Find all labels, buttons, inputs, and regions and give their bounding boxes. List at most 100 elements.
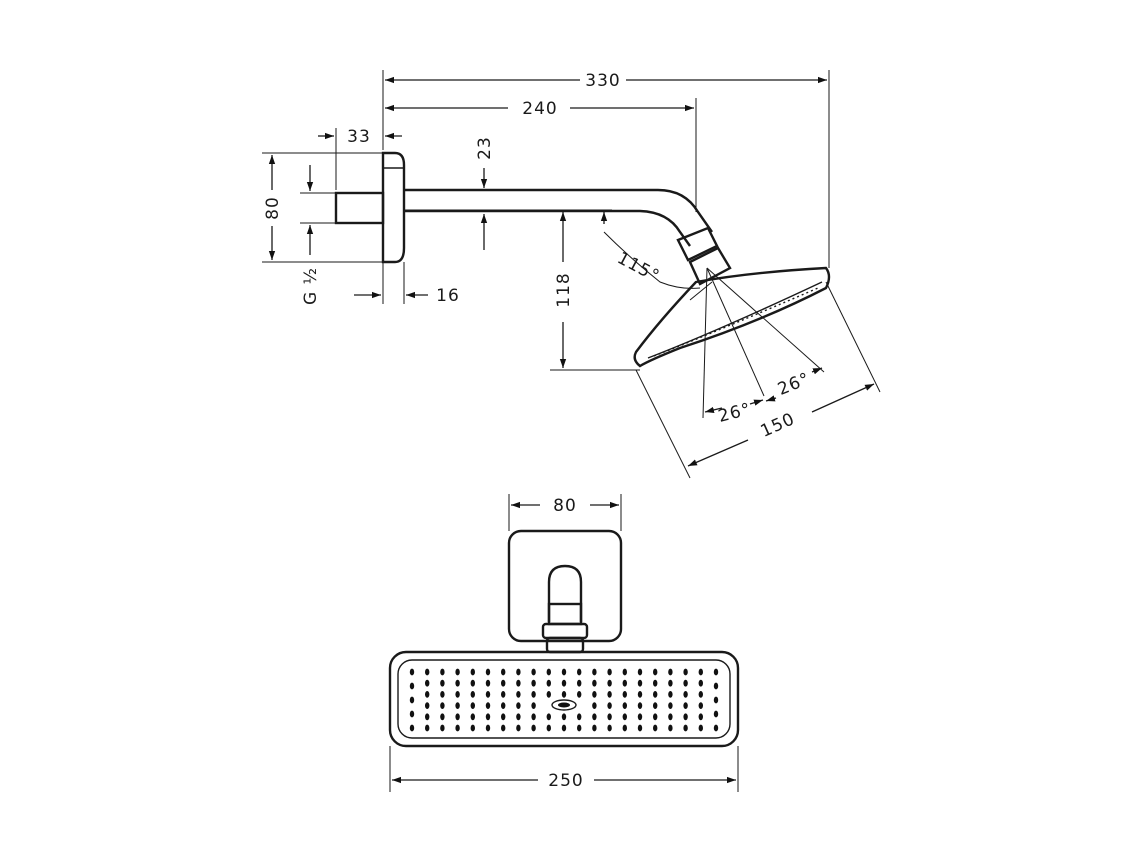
- dim-drop-height: 118: [554, 272, 574, 307]
- nozzle: [622, 691, 627, 698]
- nozzle: [501, 679, 506, 687]
- nozzle: [607, 724, 612, 732]
- nozzle: [592, 691, 597, 698]
- nozzle: [637, 668, 643, 676]
- nozzle: [607, 668, 612, 676]
- nozzle: [637, 679, 643, 687]
- dim-arm-angle: 115°: [614, 248, 663, 287]
- dim-thread: G ½: [301, 267, 321, 305]
- nozzle: [622, 702, 627, 709]
- nozzle: [409, 696, 415, 704]
- nozzle: [561, 691, 567, 698]
- nozzle: [501, 668, 506, 676]
- nozzle: [516, 668, 521, 676]
- nozzle: [531, 679, 536, 687]
- nozzle: [698, 724, 703, 732]
- dim-tilt-angle-right: 26°: [775, 369, 813, 400]
- dim-inlet-length: 33: [347, 127, 371, 147]
- dim-arm-offset: 23: [475, 136, 495, 160]
- nozzle: [501, 702, 506, 709]
- nozzle: [440, 713, 445, 721]
- nozzle: [592, 702, 597, 709]
- dim-flange-size-side: 80: [263, 196, 283, 220]
- nozzle: [516, 713, 521, 721]
- shower-arm-front: [547, 564, 583, 622]
- nozzle: [698, 691, 703, 698]
- nozzle: [485, 724, 491, 732]
- nozzle: [607, 691, 612, 698]
- nozzle: [516, 724, 521, 732]
- wall-flange-front: [507, 529, 623, 643]
- nozzle: [455, 702, 460, 709]
- nozzle: [698, 668, 703, 676]
- nozzle: [531, 691, 536, 698]
- nozzle: [470, 691, 475, 698]
- nozzle: [637, 724, 643, 732]
- nozzle: [637, 713, 643, 721]
- nozzle: [713, 696, 719, 704]
- nozzle: [698, 702, 703, 709]
- nozzle: [653, 724, 658, 732]
- nozzle: [425, 724, 430, 732]
- nozzle: [546, 691, 551, 698]
- nozzle: [592, 713, 597, 721]
- nozzle: [485, 679, 491, 687]
- nozzle: [577, 691, 582, 698]
- nozzle: [470, 724, 475, 732]
- center-nozzle: [551, 699, 577, 711]
- nozzle: [713, 710, 719, 718]
- nozzle: [470, 679, 475, 687]
- nozzle: [501, 713, 506, 721]
- nozzle: [425, 691, 430, 698]
- nozzle: [531, 724, 536, 732]
- nozzle: [668, 691, 673, 698]
- nozzle: [561, 713, 567, 721]
- nozzle: [470, 668, 475, 676]
- nozzle: [531, 702, 536, 709]
- nozzle: [683, 691, 688, 698]
- inlet-nipple: [334, 191, 385, 225]
- nozzle: [516, 679, 521, 687]
- nozzle: [440, 679, 445, 687]
- nozzle: [485, 702, 491, 709]
- nozzle: [485, 691, 491, 698]
- nozzle: [409, 682, 415, 690]
- nozzle: [531, 668, 536, 676]
- nozzle: [683, 713, 688, 721]
- nozzle: [622, 668, 627, 676]
- nozzle: [577, 679, 582, 687]
- nozzle: [485, 713, 491, 721]
- nozzle: [470, 713, 475, 721]
- nozzle: [425, 702, 430, 709]
- shower-arm: [404, 188, 713, 233]
- nozzle: [561, 724, 567, 732]
- nozzle: [485, 668, 491, 676]
- nozzle: [683, 724, 688, 732]
- nozzle: [607, 713, 612, 721]
- nozzle: [683, 668, 688, 676]
- nozzle: [546, 724, 551, 732]
- nozzle: [546, 668, 551, 676]
- nozzle: [668, 679, 673, 687]
- dim-head-width-front: 250: [548, 771, 583, 791]
- nozzle: [592, 724, 597, 732]
- nozzle: [546, 679, 551, 687]
- nozzle: [440, 702, 445, 709]
- nozzle: [637, 702, 643, 709]
- swivel-joint: [676, 226, 719, 262]
- dim-arm-projection: 240: [522, 99, 557, 119]
- nozzle: [592, 679, 597, 687]
- nozzle: [653, 668, 658, 676]
- nozzle: [409, 668, 415, 676]
- nozzle: [425, 668, 430, 676]
- nozzle: [425, 679, 430, 687]
- nozzle: [516, 702, 521, 709]
- nozzle: [470, 702, 475, 709]
- nozzle: [455, 679, 460, 687]
- nozzle: [577, 668, 582, 676]
- nozzle: [455, 691, 460, 698]
- nozzle: [516, 691, 521, 698]
- dim-flange-depth: 16: [436, 286, 460, 306]
- nozzle: [531, 713, 536, 721]
